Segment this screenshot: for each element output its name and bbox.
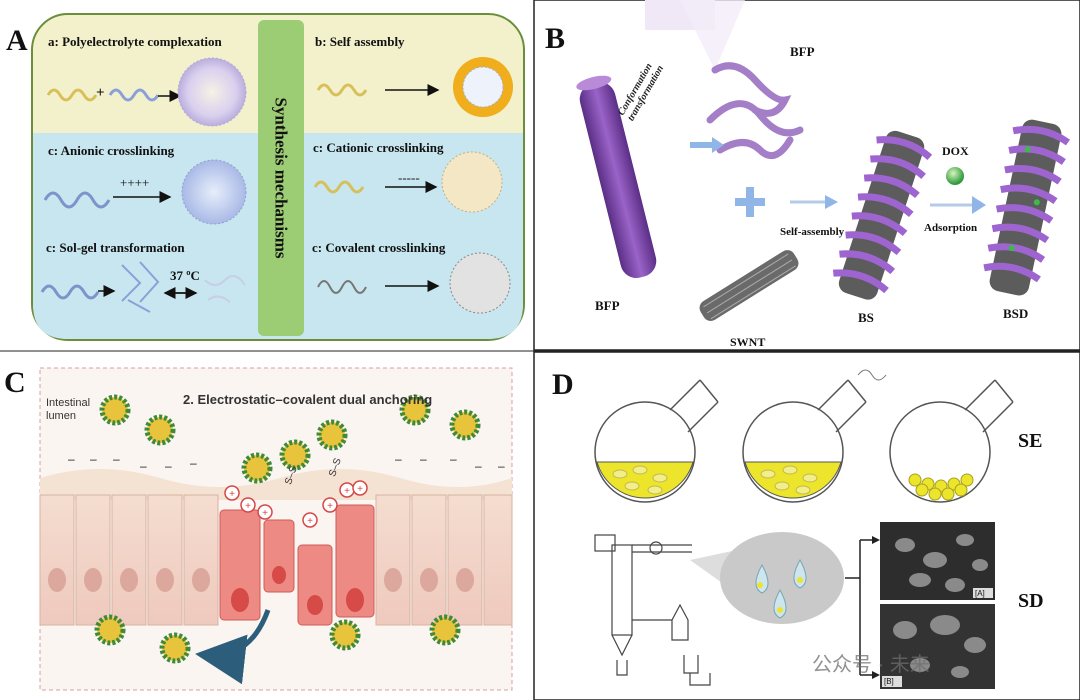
label-polyelectrolyte: a: Polyelectrolyte complexation [48, 34, 222, 49]
svg-text:–: – [113, 452, 120, 466]
label-bfp-top: BFP [790, 44, 815, 59]
label-anionic: c: Anionic crosslinking [48, 143, 175, 158]
svg-text:–: – [498, 459, 505, 473]
label-covalent: c: Covalent crosslinking [312, 240, 446, 255]
svg-text:–: – [140, 459, 147, 473]
svg-text:+: + [307, 516, 313, 527]
svg-text:–: – [68, 452, 75, 466]
panel-letter-a: A [6, 24, 28, 57]
label-bs: BS [858, 310, 874, 325]
label-self-assembly: b: Self assembly [315, 34, 405, 49]
panel-a-graphics [0, 0, 532, 350]
sem-label-a: [A] [975, 589, 985, 598]
panel-b-graphics [533, 0, 1080, 351]
panel-c-graphics: + + + + + + + – – – – – – – – – – – [0, 352, 532, 700]
label-sol-gel: c: Sol-gel transformation [46, 240, 185, 255]
svg-text:+: + [229, 489, 235, 500]
panel-d-graphics [533, 351, 1080, 700]
watermark-text: 公众号 · 未来 [812, 654, 930, 676]
svg-text:–: – [420, 452, 427, 466]
svg-text:+: + [327, 501, 333, 512]
panel-letter-b: B [545, 22, 566, 55]
label-dox: DOX [942, 144, 969, 158]
svg-text:+: + [357, 484, 363, 495]
svg-text:–: – [395, 452, 402, 466]
label-dual-anchoring: 2. Electrostatic–covalent dual anchoring [183, 392, 433, 407]
label-cationic: c: Cationic crosslinking [313, 140, 444, 155]
svg-text:+: + [262, 508, 268, 519]
panel-letter-c: C [4, 366, 26, 399]
label-adsorption: Adsorption [924, 222, 978, 234]
label-bfp-bottom: BFP [595, 298, 620, 313]
svg-text:–: – [90, 452, 97, 466]
svg-text:–: – [190, 456, 197, 470]
label-sd: SD [1018, 590, 1044, 612]
svg-text:+: + [245, 501, 251, 512]
svg-text:–: – [165, 459, 172, 473]
svg-text:–: – [475, 459, 482, 473]
svg-text:–: – [450, 452, 457, 466]
panel-letter-d: D [552, 368, 574, 401]
synthesis-center-bar [258, 20, 304, 336]
label-se: SE [1018, 430, 1043, 452]
sem-label-b: [B] [884, 677, 894, 686]
label-bsd: BSD [1003, 306, 1029, 321]
label-anionic-charges: ++++ [120, 175, 150, 190]
label-sol-gel-temp: 37 ºC [170, 268, 200, 283]
synthesis-mechanisms-box: Synthesis mechanisms [260, 28, 302, 328]
synthesis-mechanisms-label: Synthesis mechanisms [272, 97, 291, 259]
label-self-assembly-b: Self-assembly [780, 226, 845, 238]
svg-text:+: + [344, 486, 350, 497]
label-swnt: SWNT [730, 335, 766, 349]
label-cationic-charges: ----- [398, 170, 420, 185]
plus-sign: + [96, 85, 105, 101]
label-intestinal-lumen: Intestinal lumen [46, 397, 91, 422]
